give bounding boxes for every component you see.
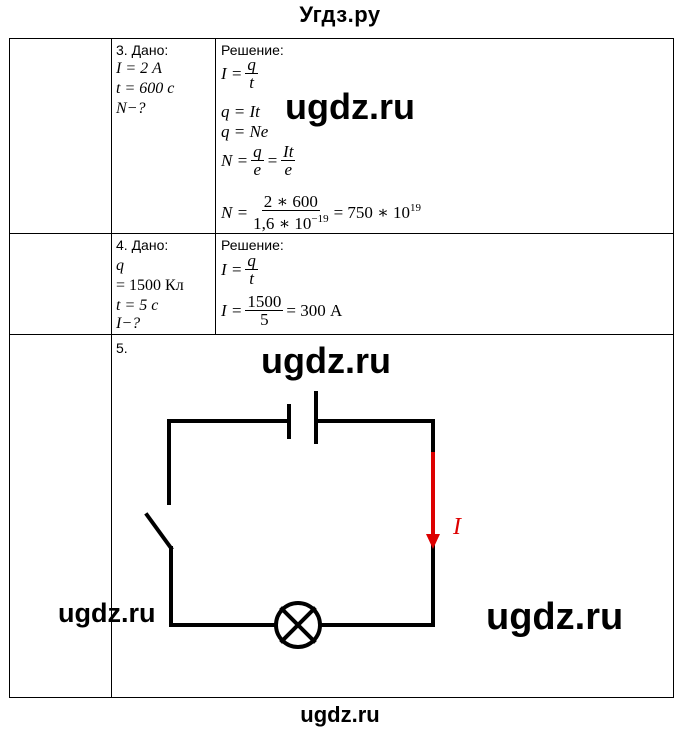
fraction-numerator: q — [245, 55, 258, 74]
task4-given-title: 4. Дано: — [116, 237, 169, 253]
task5-number: 5. — [116, 340, 128, 356]
task3-given-unknown: N−? — [116, 100, 146, 117]
task3-given-title: 3. Дано: — [116, 42, 169, 58]
fraction-denominator: e — [284, 160, 293, 179]
formula-lhs: I = — [221, 63, 243, 83]
fraction-denominator: t — [249, 269, 254, 288]
switch-blade — [144, 512, 174, 551]
row-divider-2 — [9, 334, 674, 335]
task3-solution-title: Решение: — [221, 42, 284, 58]
formula-lhs: N = — [221, 150, 249, 170]
task3-formula-charge-it: q = It — [221, 102, 260, 121]
site-footer-link[interactable]: ugdz.ru — [300, 702, 380, 727]
equals-sign: = — [266, 150, 279, 170]
table-border-right — [673, 38, 674, 698]
lamp-cross-2 — [279, 606, 317, 644]
task3-formula-current-definition: I = q t — [221, 56, 261, 91]
task4-solution-title: Решение: — [221, 237, 284, 253]
lamp-cross-1 — [279, 606, 317, 644]
watermark: ugdz.ru — [261, 340, 391, 381]
current-label: I⃗ — [453, 514, 480, 540]
row-divider-1 — [9, 233, 674, 234]
formula-lhs: N = — [221, 202, 249, 222]
task4-given-charge-value: = 1500 Кл — [116, 277, 184, 294]
lamp-icon — [274, 601, 322, 649]
table-border-left — [9, 38, 10, 698]
formula-lhs: I = — [221, 300, 243, 320]
fraction-denominator: 1,6 ∗ 10−19 — [253, 213, 329, 233]
task4-given-charge-symbol: q — [116, 257, 124, 274]
fraction-numerator: q — [245, 251, 258, 270]
column-divider-2 — [215, 38, 216, 334]
task3-given-current: I = 2 А — [116, 60, 162, 77]
watermark: ugdz.ru — [486, 596, 624, 638]
table-border-bottom — [9, 697, 674, 698]
task3-given-time: t = 600 с — [116, 80, 175, 97]
task3-formula-n-expression: N = q e = It e — [221, 143, 298, 178]
watermark: ugdz.ru — [58, 598, 156, 628]
fraction-numerator: It — [281, 142, 296, 161]
watermark: ugdz.ru — [285, 86, 415, 127]
formula-lhs: I = — [221, 259, 243, 279]
task4-formula-current-definition: I = q t — [221, 252, 261, 287]
fraction-denominator: t — [249, 73, 254, 92]
formula-rhs: = 750 ∗ 1019 — [333, 202, 421, 222]
column-divider-1 — [111, 38, 112, 698]
task4-given-time: t = 5 с — [116, 297, 159, 314]
task3-formula-charge-ne: q = Ne — [221, 122, 269, 141]
fraction-numerator: 1500 — [245, 292, 284, 311]
current-arrow — [426, 452, 440, 549]
fraction-denominator: e — [253, 160, 262, 179]
task4-formula-current-result: I = 1500 5 = 300 А — [221, 293, 342, 328]
fraction-numerator: q — [251, 142, 264, 161]
formula-rhs: = 300 А — [286, 300, 343, 320]
fraction-denominator: 5 — [260, 310, 269, 329]
fraction-numerator: 2 ∗ 600 — [261, 192, 320, 211]
task4-given-unknown: I−? — [116, 315, 141, 332]
task3-formula-n-result: N = 2 ∗ 600 1,6 ∗ 10−19 = 750 ∗ 1019 — [221, 193, 421, 232]
table-border-top — [9, 38, 674, 39]
site-header[interactable]: Угдз.ру — [299, 2, 381, 27]
